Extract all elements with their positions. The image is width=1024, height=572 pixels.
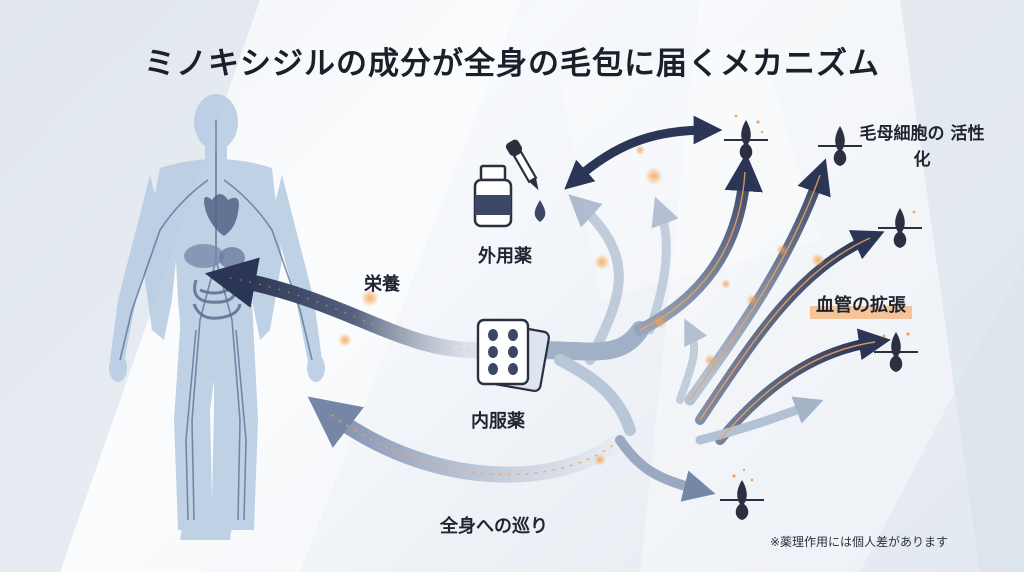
nutrition-label: 栄養 <box>364 274 400 295</box>
hair-follicle-icon <box>724 114 768 160</box>
topical-absorption-arrow <box>564 115 723 190</box>
hair-follicle-icon <box>818 126 862 166</box>
hair-follicle-icon <box>874 332 918 372</box>
pill-blister-pack-icon <box>476 318 550 393</box>
vasodilation-label: 血管の拡張 <box>810 290 912 319</box>
dropper-bottle-icon <box>473 139 546 228</box>
disclaimer-note: ※薬理作用には個人差があります <box>770 535 949 549</box>
page-title: ミノキシジルの成分が全身の毛包に届くメカニズム <box>144 46 880 82</box>
drop-icon <box>534 200 546 222</box>
circulation-label: 全身への巡り <box>440 516 548 537</box>
branch-to-follicle-bottom <box>615 435 716 502</box>
hair-follicle-icon <box>720 468 764 520</box>
nutrition-arrow <box>204 257 488 359</box>
oral-label: 内服薬 <box>471 411 525 432</box>
stomach-organ <box>219 247 245 269</box>
topical-label: 外用薬 <box>478 246 532 267</box>
branch-light-right <box>695 396 824 445</box>
heart-organ <box>204 194 239 236</box>
glow-particles <box>338 145 825 466</box>
main-trunk <box>531 321 649 361</box>
blood-vessels <box>119 120 313 521</box>
liver-organ <box>184 244 224 268</box>
activation-label: 毛母細胞の 活性化 <box>859 124 985 170</box>
hair-follicle-icon <box>878 208 922 248</box>
glow-particles-lines <box>229 171 876 476</box>
arrow-light-branch <box>568 194 624 365</box>
human-body-icon <box>109 94 325 540</box>
